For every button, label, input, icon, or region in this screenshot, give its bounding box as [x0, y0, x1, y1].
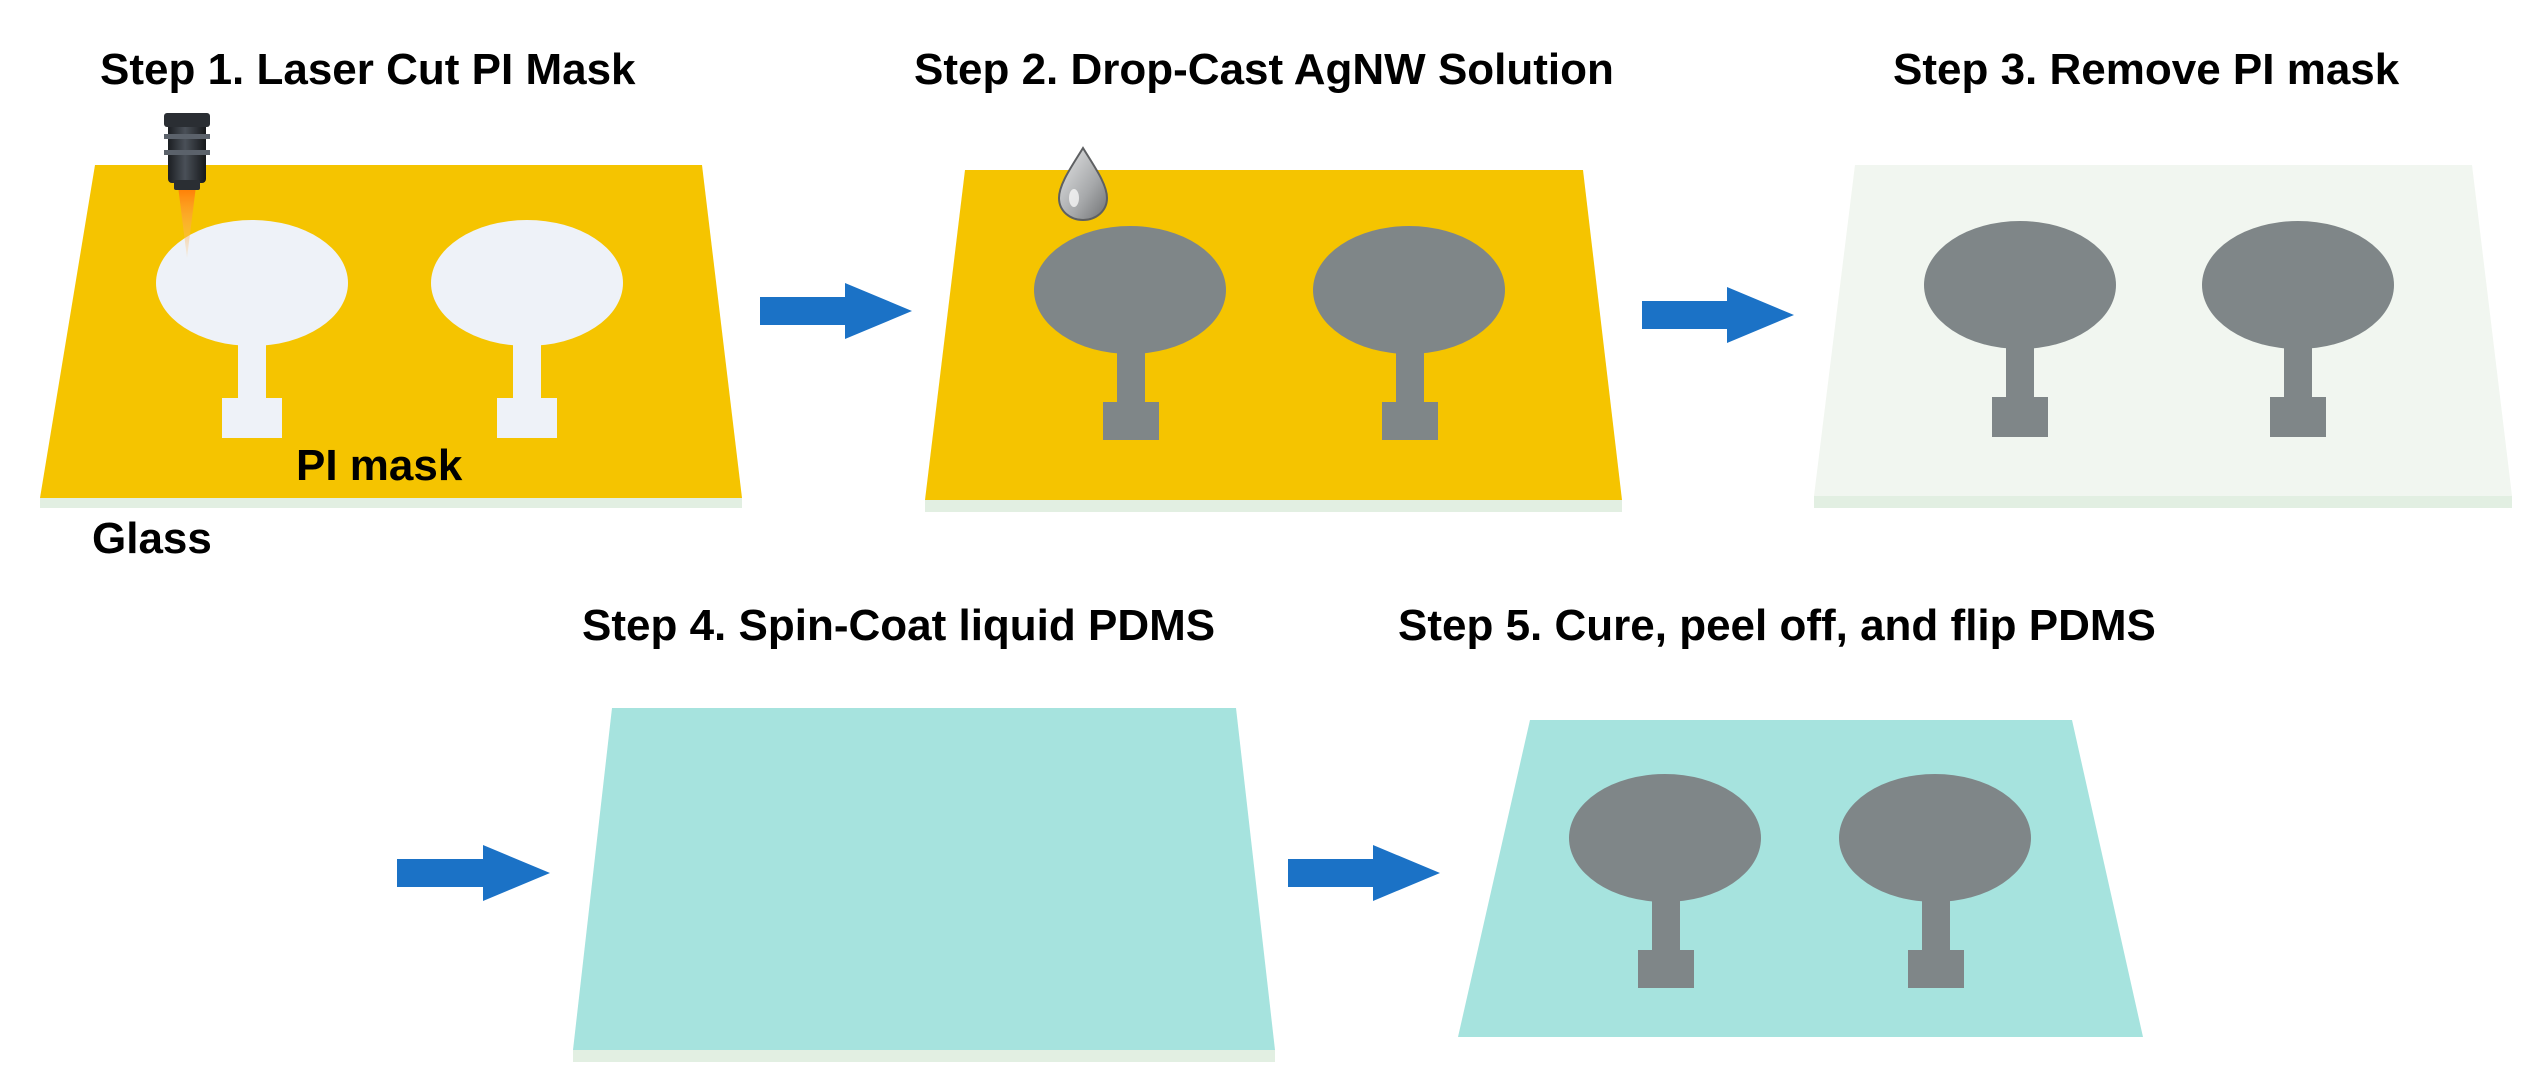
step-3-panel	[1814, 165, 2512, 508]
glass-substrate	[573, 1050, 1275, 1062]
glass-substrate	[40, 498, 742, 508]
step-4-panel	[573, 708, 1275, 1062]
step-1-title: Step 1. Laser Cut PI Mask	[100, 45, 636, 94]
agnw-electrode-left	[1034, 226, 1226, 440]
step-3-title: Step 3. Remove PI mask	[1893, 45, 2400, 94]
glass-substrate	[1814, 496, 2512, 508]
glass-label: Glass	[92, 514, 212, 563]
arrow-right-icon	[760, 283, 912, 339]
agnw-electrode-left	[1924, 221, 2116, 437]
arrow-right-icon	[397, 845, 550, 901]
agnw-electrode-right	[1313, 226, 1505, 440]
embedded-electrode-right	[1839, 774, 2031, 988]
pi-mask-label: PI mask	[296, 441, 463, 490]
agnw-electrode-right	[2202, 221, 2394, 437]
step-5-panel	[1458, 720, 2143, 1037]
step-1-panel	[40, 113, 742, 508]
arrow-right-icon	[1642, 287, 1794, 343]
glass-substrate	[925, 500, 1622, 512]
laser-cutter-icon	[164, 113, 210, 258]
step-2-panel	[925, 146, 1622, 512]
pi-mask-layer	[925, 170, 1622, 500]
pdms-layer	[573, 708, 1275, 1050]
electrode-cutout-right	[431, 220, 623, 438]
step-2-title: Step 2. Drop-Cast AgNW Solution	[914, 45, 1614, 94]
electrode-cutout-left	[156, 220, 348, 438]
arrow-right-icon	[1288, 845, 1440, 901]
bare-glass-surface	[1814, 165, 2512, 496]
step-4-title: Step 4. Spin-Coat liquid PDMS	[582, 601, 1216, 650]
pdms-film	[1458, 720, 2143, 1037]
step-5-title: Step 5. Cure, peel off, and flip PDMS	[1398, 601, 2156, 650]
droplet-icon	[1057, 146, 1109, 222]
embedded-electrode-left	[1569, 774, 1761, 988]
